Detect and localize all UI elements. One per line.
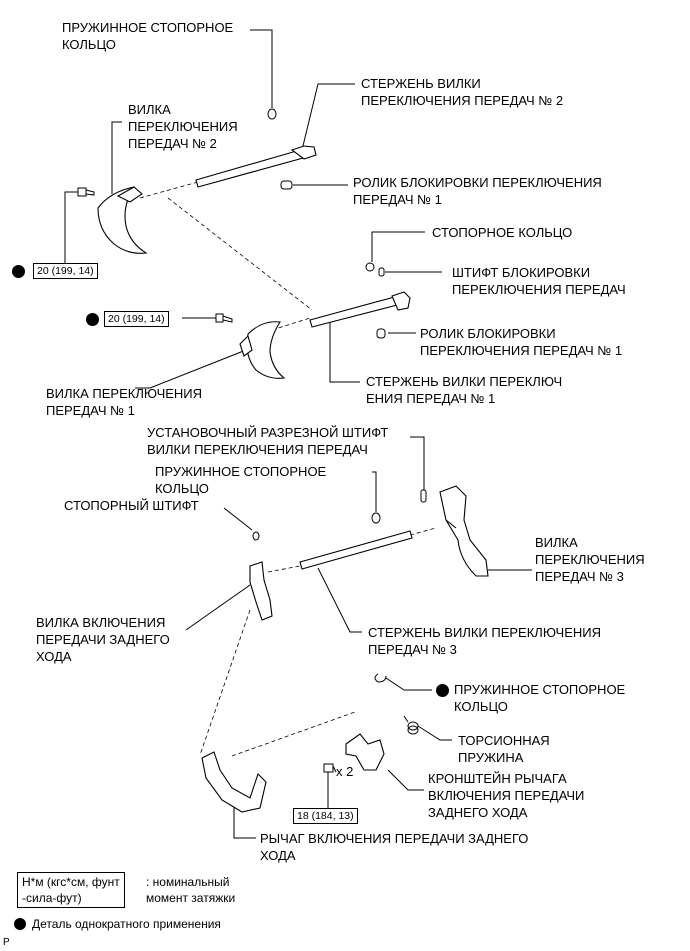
leader-bracket: [387, 769, 424, 791]
leader-reverse-lever: [233, 800, 256, 839]
legend-torque-desc: : номинальный момент затяжки: [146, 875, 236, 905]
label-lock-pin: СТОПОРНЫЙ ШТИФТ: [64, 498, 199, 513]
dash-fork2-rod2: [139, 181, 199, 199]
leader-spring-ring-top: [250, 29, 273, 108]
leader-spring-ring-bottom: [385, 677, 432, 691]
label-torsion-spring: ТОРСИОННАЯ ПРУЖИНА: [458, 733, 550, 765]
label-shift-rod-1: СТЕРЖЕНЬ ВИЛКИ ПЕРЕКЛЮЧ ЕНИЯ ПЕРЕДАЧ № 1: [366, 374, 563, 406]
dash-rod3-fork3: [409, 527, 437, 536]
label-reverse-fork: ВИЛКА ВКЛЮЧЕНИЯ ПЕРЕДАЧИ ЗАДНЕГО ХОДА: [36, 615, 170, 664]
corner-mark: P: [3, 937, 10, 948]
spring-snap-ring-bottom: [374, 673, 387, 683]
snap-ring: [365, 262, 375, 272]
torque-bracket-bolt: 18 (184, 13): [293, 808, 358, 824]
dash-fork2-fork1: [167, 197, 313, 311]
label-spring-snap-ring-mid: ПРУЖИННОЕ СТОПОРНОЕ КОЛЬЦО: [155, 464, 327, 496]
reverse-shift-fork: [249, 561, 273, 621]
leader-lock-pin: [223, 507, 253, 531]
dash-reverse-rod3: [267, 565, 301, 573]
leader-shift-rod-2: [301, 83, 355, 151]
interlock-pin: [378, 267, 385, 277]
label-shift-rod-2: СТЕРЖЕНЬ ВИЛКИ ПЕРЕКЛЮЧЕНИЯ ПЕРЕДАЧ № 2: [361, 76, 564, 108]
bolt-fork1: [215, 313, 233, 323]
leader-torsion-spring: [417, 725, 452, 741]
leader-spring-ring-mid: [372, 471, 377, 512]
dash-reverse-to-lever1: [199, 609, 251, 756]
shift-rod-3: [299, 530, 413, 570]
label-shift-fork-3: ВИЛКА ПЕРЕКЛЮЧЕНИЯ ПЕРЕДАЧ № 3: [535, 535, 645, 584]
interlock-roller-mid: [376, 328, 386, 339]
slotted-pin: [420, 489, 427, 503]
shift-rod-2: [195, 145, 317, 188]
reverse-shift-lever: [201, 751, 267, 813]
reverse-lever-bracket: [345, 733, 385, 771]
label-shift-fork-2: ВИЛКА ПЕРЕКЛЮЧЕНИЯ ПЕРЕДАЧ № 2: [128, 102, 238, 151]
label-snap-ring: СТОПОРНОЕ КОЛЬЦО: [432, 225, 573, 240]
label-spring-snap-ring-bottom: ПРУЖИННОЕ СТОПОРНОЕ КОЛЬЦО: [454, 682, 626, 714]
non-reusable-mark-fork1: [86, 313, 99, 326]
leader-shift-rod-3: [317, 567, 362, 633]
label-reverse-lever-bracket: КРОНШТЕЙН РЫЧАГА ВКЛЮЧЕНИЯ ПЕРЕДАЧИ ЗАДН…: [428, 771, 585, 820]
spring-snap-ring-top: [267, 108, 277, 120]
lock-pin: [252, 531, 260, 541]
leader-shift-rod-1: [329, 320, 360, 383]
shift-fork-3: [439, 485, 489, 577]
spring-snap-ring-mid: [371, 512, 381, 524]
leader-reverse-fork: [185, 584, 251, 631]
torque-fork2-bolt: 20 (199, 14): [33, 263, 98, 279]
dash-reverse-to-lever2: [231, 711, 356, 757]
label-interlock-roller-1-top: РОЛИК БЛОКИРОВКИ ПЕРЕКЛЮЧЕНИЯ ПЕРЕДАЧ № …: [353, 175, 602, 207]
torque-fork1-bolt: 20 (199, 14): [104, 311, 169, 327]
leader-snap-ring: [371, 231, 425, 262]
interlock-roller-top: [280, 180, 293, 190]
shift-fork-1: [239, 321, 286, 379]
legend-non-reusable-icon: [14, 918, 26, 930]
label-interlock-roller-1-mid: РОЛИК БЛОКИРОВКИ ПЕРЕКЛЮЧЕНИЯ ПЕРЕДАЧ № …: [420, 326, 623, 358]
torsion-spring-part: [403, 715, 419, 735]
leader-slotted-pin: [410, 436, 425, 490]
bracket-bolt: [323, 763, 337, 773]
shift-fork-2: [97, 186, 148, 254]
label-reverse-lever: РЫЧАГ ВКЛЮЧЕНИЯ ПЕРЕДАЧИ ЗАДНЕГО ХОДА: [260, 831, 529, 863]
non-reusable-mark-spring-ring: [436, 684, 449, 697]
non-reusable-mark-fork2: [12, 265, 25, 278]
leader-bolt-fork2: [64, 191, 78, 268]
label-shift-fork-1: ВИЛКА ПЕРЕКЛЮЧЕНИЯ ПЕРЕДАЧ № 1: [46, 386, 203, 418]
label-shift-rod-3: СТЕРЖЕНЬ ВИЛКИ ПЕРЕКЛЮЧЕНИЯ ПЕРЕДАЧ № 3: [368, 625, 601, 657]
label-bolt-qty: x 2: [336, 764, 354, 779]
legend-torque-unit: Н*м (кгс*см, фунт -сила-фут): [17, 872, 125, 908]
label-interlock-pin: ШТИФТ БЛОКИРОВКИ ПЕРЕКЛЮЧЕНИЯ ПЕРЕДАЧ: [452, 265, 626, 297]
legend-non-reusable-text: Деталь однократного применения: [32, 917, 221, 931]
leader-fork-1: [135, 349, 247, 389]
label-spring-snap-ring-top: ПРУЖИННОЕ СТОПОРНОЕ КОЛЬЦО: [62, 20, 234, 52]
leader-fork-2: [111, 121, 122, 194]
label-slotted-pin: УСТАНОВОЧНЫЙ РАЗРЕЗНОЙ ШТИФТ ВИЛКИ ПЕРЕК…: [147, 425, 389, 457]
bolt-fork2: [77, 187, 95, 197]
shift-rod-1: [309, 291, 411, 328]
